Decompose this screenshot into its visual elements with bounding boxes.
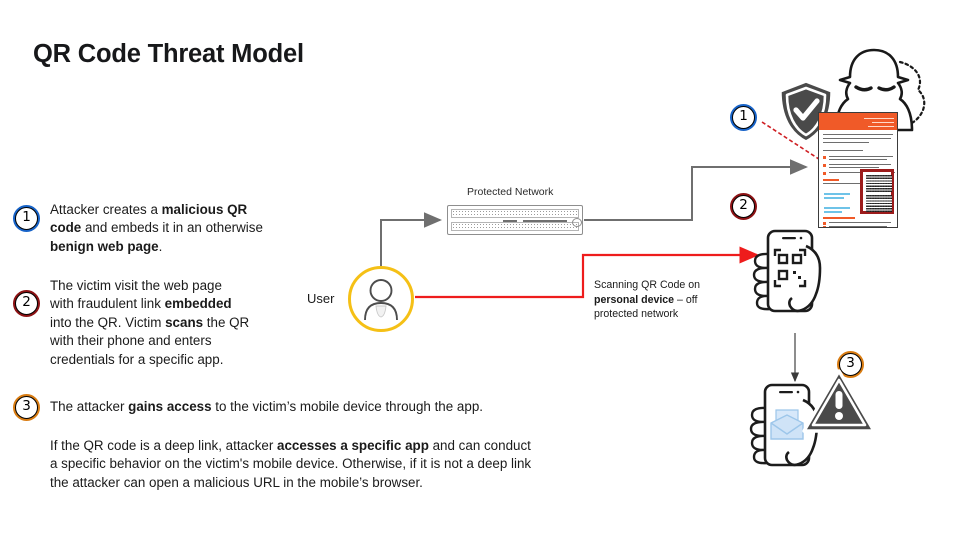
text-line: Scanning QR Code on <box>594 279 701 291</box>
step-2-badge: 2 <box>13 290 40 317</box>
flow-user-to-firewall <box>380 212 442 266</box>
text-line: code and embeds it in an otherwise <box>50 220 263 236</box>
text-line: protected network <box>594 308 679 320</box>
step-2-text: The victim visit the web page with fraudu… <box>50 277 312 369</box>
flow-user-to-phone <box>415 246 760 299</box>
user-avatar-circle <box>348 266 414 332</box>
step-3-text: The attacker gains access to the victim’… <box>50 398 650 416</box>
user-avatar-icon <box>364 279 398 321</box>
step-1-badge: 1 <box>13 205 40 232</box>
user-label: User <box>307 291 335 306</box>
text-line: with their phone and enters <box>50 333 212 349</box>
text-line: into the QR. Victim scans the QR <box>50 314 250 330</box>
page-title: QR Code Threat Model <box>33 40 304 68</box>
protected-network-label: Protected Network <box>467 186 554 198</box>
hand-phone-envelope-icon <box>749 383 819 467</box>
closing-paragraph: If the QR code is a deep link, attacker … <box>50 437 660 492</box>
hacker-silhouette-icon <box>834 48 926 132</box>
text-line: credentials for a specific app. <box>50 351 224 367</box>
text-line: personal device – off <box>594 293 698 306</box>
text-line: a specific behavior on the victim's mobi… <box>50 456 532 472</box>
callout-2-badge: 2 <box>730 193 757 220</box>
step-3-badge: 3 <box>13 394 40 421</box>
malicious-web-page-icon <box>818 112 898 228</box>
text-line: The attacker gains access to the victim’… <box>50 399 483 414</box>
text-line: benign web page. <box>50 238 163 254</box>
callout-3-badge: 3 <box>837 351 864 378</box>
scan-caption: Scanning QR Code on personal device – off… <box>594 278 724 322</box>
text-line: The victim visit the web page <box>50 278 222 293</box>
step-1-text: Attacker creates a malicious QR code and … <box>50 201 312 256</box>
qr-code-pair-icon <box>860 169 894 214</box>
flow-firewall-to-webpage <box>584 159 808 221</box>
text-line: with fraudulent link embedded <box>50 296 232 312</box>
text-line: the attacker can open a malicious URL in… <box>50 474 423 490</box>
firewall-appliance-icon <box>447 205 583 235</box>
callout-1-badge: 1 <box>730 104 757 131</box>
warning-triangle-icon <box>802 369 876 433</box>
text-line: If the QR code is a deep link, attacker … <box>50 438 531 453</box>
hand-phone-qr-scan-icon <box>752 229 822 313</box>
text-line: Attacker creates a malicious QR <box>50 202 248 217</box>
